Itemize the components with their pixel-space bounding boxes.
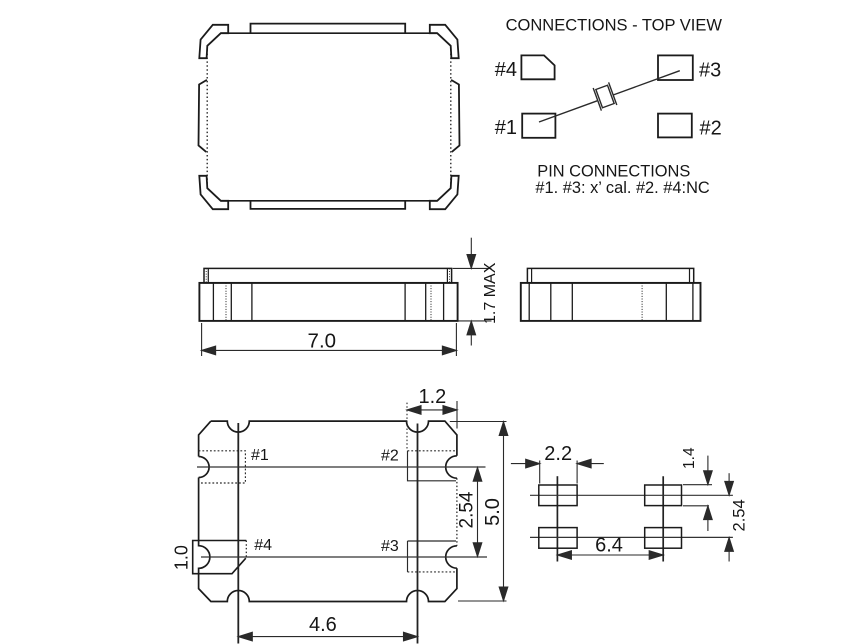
svg-text:#3: #3	[699, 60, 721, 82]
svg-text:7.0: 7.0	[308, 330, 337, 353]
svg-text:4.6: 4.6	[309, 614, 337, 636]
svg-text:2.54: 2.54	[731, 499, 749, 531]
svg-text:1.2: 1.2	[418, 386, 446, 408]
svg-text:#4: #4	[495, 59, 517, 81]
svg-text:5.0: 5.0	[482, 498, 504, 526]
svg-text:#1. #3: x’ cal. #2. #4:NC: #1. #3: x’ cal. #2. #4:NC	[535, 179, 709, 197]
svg-text:1.7 MAX: 1.7 MAX	[482, 262, 499, 324]
svg-text:#4: #4	[254, 537, 272, 554]
svg-text:2.2: 2.2	[544, 443, 572, 465]
svg-text:#1: #1	[251, 447, 269, 464]
svg-text:PIN CONNECTIONS: PIN CONNECTIONS	[537, 163, 690, 181]
svg-text:1.0: 1.0	[172, 545, 192, 570]
svg-text:6.4: 6.4	[595, 535, 623, 557]
svg-text:1.4: 1.4	[681, 447, 698, 469]
svg-text:#1: #1	[495, 117, 517, 139]
svg-text:2.54: 2.54	[457, 491, 478, 528]
svg-text:#3: #3	[381, 538, 399, 555]
svg-text:#2: #2	[700, 118, 722, 140]
svg-text:CONNECTIONS - TOP VIEW: CONNECTIONS - TOP VIEW	[506, 17, 723, 35]
svg-text:#2: #2	[381, 448, 399, 465]
